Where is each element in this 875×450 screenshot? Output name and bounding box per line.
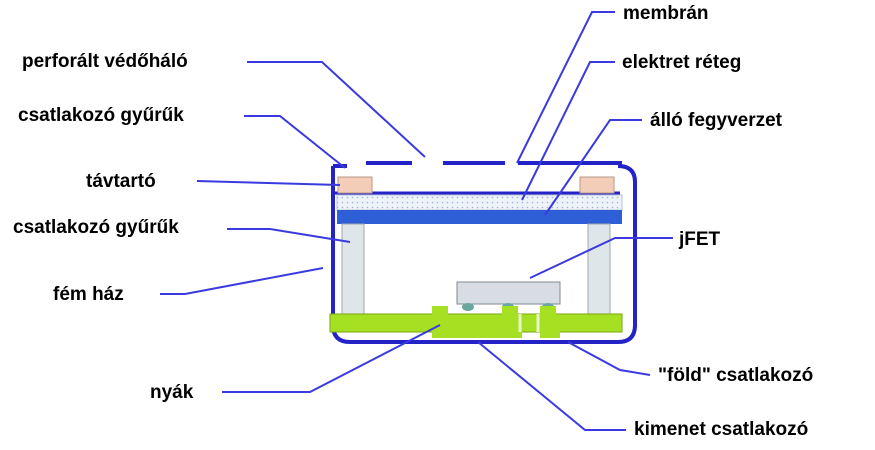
label-csatlakozo-gyuruk-top: csatlakozó gyűrűk [18,105,184,126]
backplate [337,210,622,224]
leader-gyuruk-top [244,115,346,169]
labels: membrán perforált védőháló elektret réte… [13,3,813,440]
leader-lines [160,11,673,431]
label-fem-haz: fém ház [53,284,124,305]
metal-housing [331,164,637,344]
leader-membran [516,11,615,164]
label-perforalt-vedohalo: perforált védőháló [22,51,188,72]
label-elektret-reteg: elektret réteg [622,52,741,73]
leader-kimenet [477,341,626,431]
leader-fold [567,341,651,376]
label-membran: membrán [623,3,709,24]
leader-elektret [521,61,615,201]
label-csatlakozo-gyuruk-mid: csatlakozó gyűrűk [13,217,179,238]
contact-ring-left [341,223,365,315]
label-fold-csatlakozo: "föld" csatlakozó [658,365,813,386]
label-tavtarto: távtartó [86,171,156,192]
perforated-mesh [333,161,622,168]
label-kimenet-csatlakozo: kimenet csatlakozó [634,419,808,440]
label-allo-fegyverzet: álló fegyverzet [650,110,783,131]
label-jfet: jFET [678,229,721,250]
label-nyak: nyák [150,382,194,403]
leader-allo [544,119,642,216]
leader-nyak [222,324,441,393]
pcb [329,306,623,338]
leader-gyuruk-mid [227,228,351,243]
contact-ring-right [587,223,611,315]
electret-layer [336,194,623,211]
spacer-left [337,176,373,194]
leader-fem-haz [160,267,324,295]
leader-perforalt [247,61,426,158]
leader-tavtarto [196,180,341,186]
leader-jfet [529,237,673,279]
spacer-right [579,176,615,194]
